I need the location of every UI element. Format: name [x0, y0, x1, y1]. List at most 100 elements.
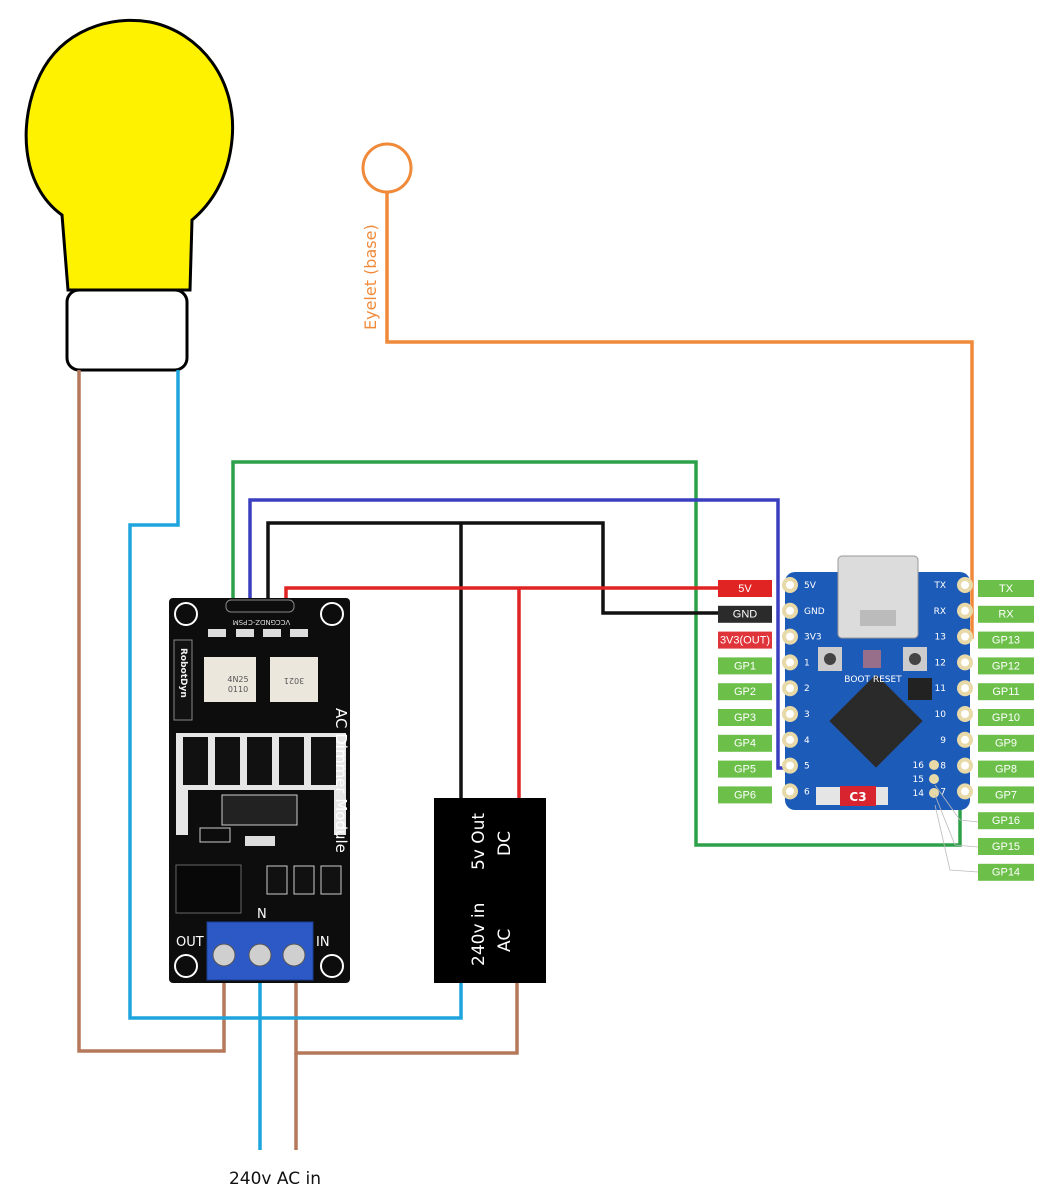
silk-left: 6: [804, 787, 810, 797]
eyelet-icon: [361, 142, 413, 194]
pin-label-text: GP7: [995, 789, 1017, 801]
pin-label-text: GP2: [734, 686, 756, 698]
wire-live-psu: [294, 970, 519, 1055]
silk-right: 9: [940, 736, 946, 746]
silk-right: 12: [935, 658, 946, 668]
terminal-label-in: IN: [316, 935, 330, 950]
ac-dimmer-module: PSM Z-C GND VCC RobotDyn 4N25 0110 3021 …: [169, 598, 350, 983]
silk-inner: 16: [913, 761, 925, 771]
pin-label-text: TX: [999, 583, 1014, 595]
dimmer-header-labels: PSM Z-C GND VCC: [233, 618, 291, 626]
psu-out-label: 5v Out: [469, 813, 489, 870]
pin-label-gp15: GP15: [978, 838, 1034, 855]
silk-left: 2: [804, 684, 810, 694]
pin-label-gnd: GND: [260, 618, 276, 626]
terminal-n[interactable]: [248, 943, 272, 967]
pin-label-gp11: GP11: [978, 683, 1034, 701]
silk-left: 5V: [804, 581, 817, 591]
pin-label-gp13: GP13: [978, 631, 1034, 649]
silk-right: RX: [934, 607, 946, 617]
usb-c-port[interactable]: [837, 555, 919, 639]
optocoupler-chip-1: 4N25 0110: [204, 657, 256, 702]
pin-label-text: RX: [998, 609, 1014, 621]
pin-label-gp1: GP1: [718, 657, 772, 675]
pin-label-vcc: VCC: [276, 618, 291, 626]
pin-label-text: GP4: [734, 738, 756, 750]
silk-right: 7: [940, 787, 946, 797]
pin-label-gp16: GP16: [978, 812, 1034, 830]
board-pads: [782, 577, 973, 800]
terminal-label-n: N: [257, 907, 267, 922]
pad-inner: [929, 788, 939, 798]
silk-left: 1: [804, 658, 810, 668]
terminal-out[interactable]: [212, 943, 236, 967]
silk-right: 10: [935, 710, 947, 720]
silk-left: 4: [804, 736, 810, 746]
pin-label-gp2: GP2: [718, 683, 772, 701]
wire-gnd: [266, 521, 718, 615]
pin-label-gp4: GP4: [718, 734, 772, 752]
dimmer-title: AC Dimmer Module: [332, 708, 350, 853]
eyelet-label: Eyelet (base): [361, 224, 380, 330]
pin-label-gnd: GND: [718, 605, 772, 623]
silk-left: GND: [804, 607, 825, 617]
pin-label-rx: RX: [978, 605, 1034, 623]
bulb-glass: [24, 18, 235, 292]
pin-label-text: GP5: [734, 764, 756, 776]
silk-left: 3V3: [804, 633, 822, 643]
dimmer-brand: RobotDyn: [178, 648, 188, 698]
pin-label-text: GP12: [992, 660, 1020, 672]
silk-right: 8: [940, 762, 946, 772]
silk-right: 13: [935, 633, 946, 643]
silk-inner: 15: [913, 775, 924, 785]
pad-inner: [929, 774, 939, 784]
silk-inner: 14: [913, 789, 925, 799]
terminal-label-out: OUT: [176, 935, 204, 950]
board-chip-label: C3: [849, 790, 866, 804]
bulb-base: [65, 288, 189, 372]
pin-label-gp12: GP12: [978, 657, 1034, 675]
pin-label-text: GND: [733, 609, 758, 621]
wire-live-bulb: [77, 370, 226, 1053]
pin-label-5v: 5V: [718, 580, 772, 597]
pin-label-text: GP11: [992, 686, 1019, 698]
wire-neutral-bulb: [128, 370, 463, 1020]
board-button-label: BOOT RESET: [844, 675, 902, 685]
pin-label-text: GP1: [734, 660, 756, 672]
pin-label-text: GP13: [992, 635, 1020, 647]
pin-label-gp8: GP8: [978, 760, 1034, 778]
psu-in-type: AC: [495, 929, 515, 952]
pin-label-gp10: GP10: [978, 709, 1034, 726]
chip1-label: 4N25: [227, 675, 248, 684]
pin-label-gp5: GP5: [718, 760, 772, 778]
power-supply-module: 5v Out DC 240v in AC: [434, 798, 546, 983]
pin-label-psm: PSM: [233, 618, 248, 626]
pin-label-gp7: GP7: [978, 786, 1034, 804]
pin-label-zc: Z-C: [248, 618, 260, 626]
silk-right: 11: [935, 684, 946, 694]
pin-label-text: 3V3(OUT): [720, 635, 770, 647]
chip1-code: 0110: [228, 685, 248, 694]
pin-label-text: GP8: [995, 764, 1017, 776]
right-pin-labels: TX RX GP13GP12GP11GP10GP9GP8GP7GP16GP15GP1…: [978, 580, 1034, 881]
pin-label-gp6: GP6: [718, 786, 772, 804]
pin-label-text: GP16: [992, 815, 1020, 827]
wire-vcc: [284, 586, 718, 607]
silk-left: 5: [804, 762, 810, 772]
pin-label-text: GP6: [734, 789, 756, 801]
esp32-chip: [829, 674, 923, 768]
pin-label-3v3out: 3V3(OUT): [718, 631, 772, 649]
pin-label-tx: TX: [978, 580, 1034, 597]
psu-out-type: DC: [495, 831, 515, 856]
pin-label-text: GP9: [995, 738, 1017, 750]
pin-label-gp3: GP3: [718, 709, 772, 726]
pin-label-gp14: GP14: [978, 863, 1034, 881]
silk-left: 3: [804, 710, 810, 720]
pin-label-text: GP3: [734, 712, 756, 724]
terminal-in[interactable]: [282, 943, 306, 967]
chip2-label: 3021: [284, 676, 304, 685]
